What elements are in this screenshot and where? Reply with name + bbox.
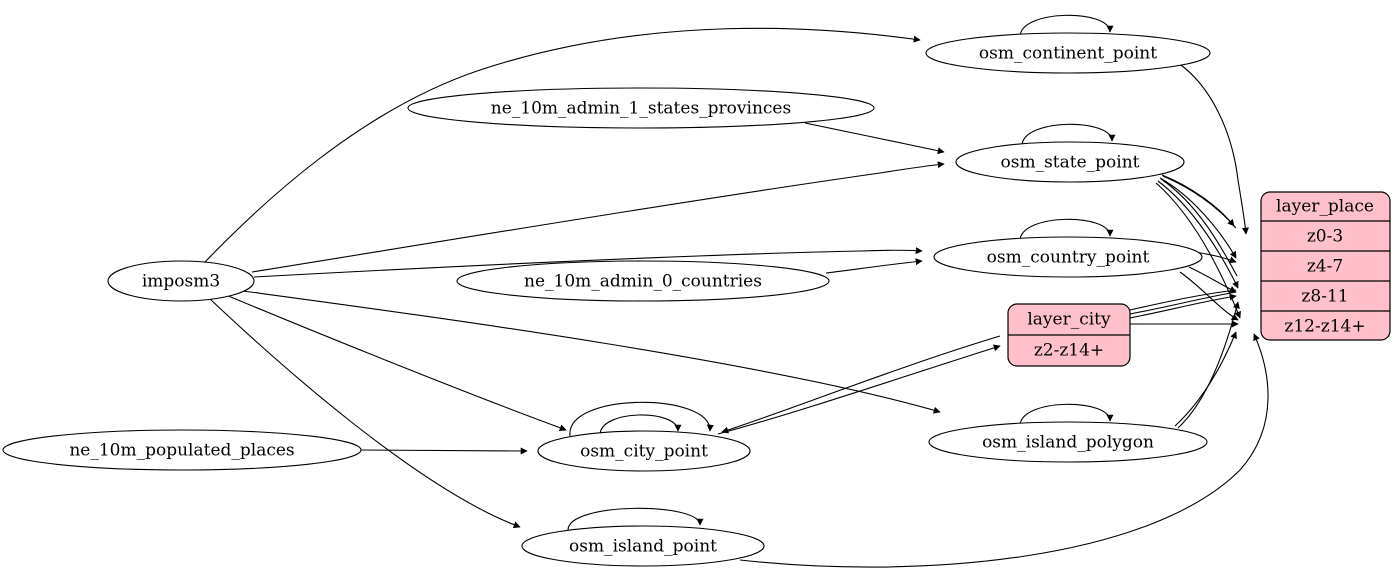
edge-fan-strand-d [1129, 289, 1237, 311]
edge-osm-country-point-to-layer-place-z12-z14 [1179, 271, 1239, 321]
node-label-osm-country-point: osm_country_point [987, 248, 1150, 268]
edge-imposm3-to-osm-island-point [209, 298, 521, 529]
edge-osm-city-point-to-layer-city [717, 344, 1001, 435]
edge-layer-city-to-layer-place-z8-11 [1129, 293, 1237, 319]
node-osm-continent-point[interactable]: osm_continent_point [925, 32, 1211, 74]
edge-imposm3-to-osm-country-point [253, 247, 923, 278]
node-label-osm-city-point: osm_city_point [580, 442, 708, 462]
edge-imposm3-to-osm-island-polygon [242, 290, 941, 414]
edge-ne-countries-to-osm-country-point [825, 258, 923, 274]
node-label-osm-state-point: osm_state_point [1001, 153, 1140, 173]
edge-osm-island-polygon-to-layer-place-z8-11 [1177, 301, 1240, 429]
selfloop-osm-island-polygon [1019, 403, 1114, 427]
edge-layer [204, 14, 1269, 568]
node-label-ne-countries: ne_10m_admin_0_countries [524, 272, 762, 292]
edge-imposm3-to-osm-continent-point [204, 27, 921, 263]
selfloop-osm-country-point [1019, 218, 1114, 242]
record-title-layer-place: layer_place [1276, 197, 1374, 217]
node-label-osm-island-polygon: osm_island_polygon [982, 433, 1154, 453]
selfloop-osm-island-point [567, 507, 704, 531]
selfloop-osm-continent-point [1019, 14, 1114, 38]
node-osm-state-point[interactable]: osm_state_point [955, 141, 1185, 183]
edge-osm-state-point-to-layer-place-z4-7 [1159, 177, 1237, 259]
edge-osm-state-point-to-layer-place-z8-11 [1157, 180, 1239, 289]
edge-ne-places-to-osm-city-point [360, 447, 528, 455]
edge-fan-strand-a [1162, 175, 1237, 229]
record-node-layer-place[interactable]: layer_place z0-3 z4-7 z8-11 z12-z14+ [1260, 191, 1391, 341]
edge-imposm3-to-osm-city-point [225, 294, 567, 432]
edge-fan-strand-c [1129, 291, 1237, 315]
node-osm-island-polygon[interactable]: osm_island_polygon [928, 421, 1208, 463]
edge-fan-strand-b [1160, 178, 1238, 277]
edge-osm-island-point-to-layer-place-z12-z14 [739, 333, 1269, 568]
selfloop-osm-state-point [1021, 123, 1116, 147]
node-label-ne-places: ne_10m_populated_places [69, 441, 294, 461]
edge-ne-states-to-osm-state-point [804, 122, 945, 155]
record-row-layer-place-1[interactable]: z4-7 [1307, 257, 1343, 277]
node-imposm3[interactable]: imposm3 [107, 260, 255, 302]
selfloop-osm-city-point-inner [599, 414, 682, 436]
selfloop-osm-city-point-outer [569, 401, 714, 437]
edge-osm-continent-point-to-layer-place-z0-3 [1177, 62, 1249, 235]
node-label-imposm3: imposm3 [142, 272, 220, 292]
node-layer: imposm3 ne_10m_admin_1_states_provinces … [2, 32, 1391, 567]
node-osm-country-point[interactable]: osm_country_point [933, 236, 1203, 278]
edge-osm-island-polygon-to-layer-place-z12-z14 [1174, 331, 1237, 427]
node-label-osm-continent-point: osm_continent_point [979, 44, 1157, 64]
node-osm-city-point[interactable]: osm_city_point [537, 430, 751, 472]
record-title-layer-city: layer_city [1027, 310, 1111, 330]
record-node-layer-city[interactable]: layer_city z2-z14+ [1007, 303, 1131, 367]
node-label-osm-island-point: osm_island_point [569, 537, 717, 557]
node-ne-10m-admin-1-states-provinces[interactable]: ne_10m_admin_1_states_provinces [407, 87, 875, 129]
record-row-layer-place-3[interactable]: z12-z14+ [1284, 317, 1365, 337]
record-row-layer-place-2[interactable]: z8-11 [1301, 287, 1348, 307]
record-row-layer-place-0[interactable]: z0-3 [1307, 227, 1343, 247]
node-ne-10m-admin-0-countries[interactable]: ne_10m_admin_0_countries [456, 260, 830, 302]
edge-crossing-to-osm-city-point [721, 335, 1001, 434]
edge-imposm3-to-osm-state-point [251, 161, 945, 273]
node-ne-10m-populated-places[interactable]: ne_10m_populated_places [2, 429, 362, 471]
record-row-layer-city-0[interactable]: z2-z14+ [1034, 341, 1104, 361]
node-label-ne-states: ne_10m_admin_1_states_provinces [491, 99, 791, 119]
node-osm-island-point[interactable]: osm_island_point [521, 525, 765, 567]
